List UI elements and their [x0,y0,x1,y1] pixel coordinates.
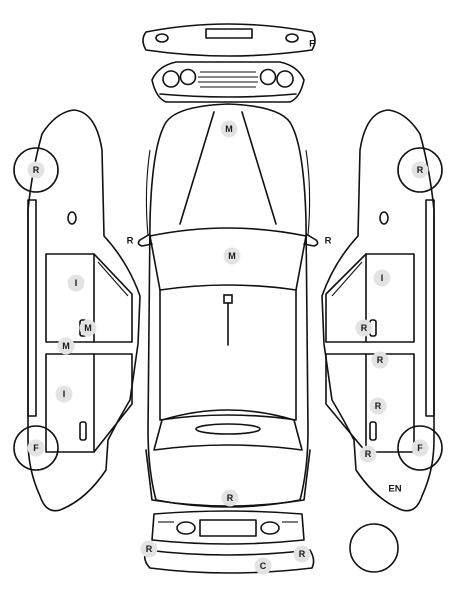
right-side-view [321,109,443,512]
marker-left-rear-wheel-f: F [27,439,45,457]
marker-right-rear-door-r: R [369,397,387,415]
marker-badge [220,120,238,138]
marker-badge [254,557,272,575]
marker-left-front-wheel-r: R [27,161,45,179]
marker-windshield-m: M [223,247,241,265]
marker-code: R [33,165,40,175]
marker-rear-bumper-left-r: R [140,540,158,558]
marker-left-front-door-i: I [67,274,85,292]
marker-badge [371,351,389,369]
marker-left-mirror-r: R [127,236,134,247]
marker-right-rear-handle-r: R [359,445,377,463]
marker-code: R [377,355,384,365]
marker-right-door-handle-r: R [355,319,373,337]
marker-code: R [325,236,332,247]
marker-badge [55,385,73,403]
marker-right-mirror-r: R [325,236,332,247]
marker-right-front-door-i: I [373,269,391,287]
marker-badge [293,545,311,563]
car-top-view [137,103,319,508]
marker-right-rear-wheel-f: F [411,439,429,457]
front-grille-view [151,61,305,103]
marker-tailgate-r: R [221,489,239,507]
marker-code: R [146,544,153,554]
rear-fascia-view [151,510,305,545]
marker-hood-m: M [220,120,238,138]
marker-badge [67,274,85,292]
marker-code: R [361,323,368,333]
marker-badge [411,439,429,457]
damage-markers: F M R R M R R C R R I M M I F R I R R R R F [27,39,429,575]
marker-code: R [227,493,234,503]
marker-code: M [225,124,233,134]
engine-label: EN [388,484,401,495]
marker-badge [411,161,429,179]
marker-right-sill-r: R [371,351,389,369]
marker-code: R [299,549,306,559]
marker-badge [79,319,97,337]
marker-code: F [33,443,39,453]
marker-code: R [127,236,134,247]
marker-rear-bumper-right-r: R [293,545,311,563]
marker-code: I [75,278,78,288]
marker-badge [223,247,241,265]
left-side-view [13,109,141,512]
marker-badge [221,489,239,507]
marker-code: M [84,323,92,333]
marker-code: R [417,165,424,175]
marker-code: R [375,401,382,411]
marker-rear-bumper-c: C [254,557,272,575]
marker-code: M [62,341,70,351]
marker-code: F [417,443,423,453]
marker-badge [355,319,373,337]
marker-code: C [260,561,267,571]
marker-code: R [365,449,372,459]
marker-badge [359,445,377,463]
marker-left-sill-m: M [57,337,75,355]
marker-right-front-wheel-r: R [411,161,429,179]
marker-left-rear-door-i: I [55,385,73,403]
marker-badge [27,439,45,457]
marker-badge [57,337,75,355]
marker-left-door-handle-m: M [79,319,97,337]
marker-badge [373,269,391,287]
spare-tire [349,523,399,573]
marker-badge [27,161,45,179]
marker-code: I [381,273,384,283]
marker-code: F [309,39,315,50]
marker-front-bumper-f: F [309,39,315,50]
front-bumper-view [142,23,316,57]
marker-badge [369,397,387,415]
rear-bumper-view [143,549,315,574]
marker-code: M [228,251,236,261]
marker-code: I [63,389,66,399]
marker-badge [140,540,158,558]
